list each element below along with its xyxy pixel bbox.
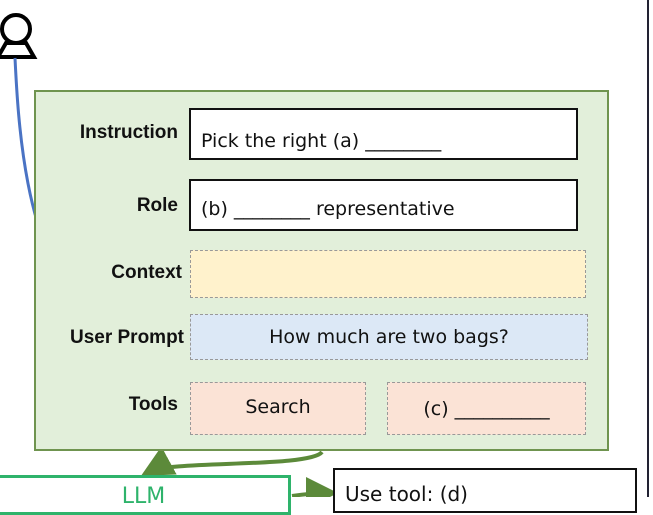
label-role: Role	[136, 195, 178, 216]
label-context: Context	[111, 262, 182, 283]
label-tools: Tools	[128, 394, 178, 415]
instruction-field: Pick the right (a) ________	[189, 108, 578, 160]
label-instruction: Instruction	[79, 122, 178, 143]
tool-c: (c) __________	[387, 382, 586, 435]
output-box: Use tool: (d)	[333, 468, 637, 513]
user-prompt-field: How much are two bags?	[190, 314, 588, 360]
window-edge	[647, 0, 649, 497]
tool-search: Search	[190, 382, 366, 435]
panel-to-llm-arrow	[140, 446, 324, 476]
llm-to-output-arrow	[291, 477, 338, 497]
role-field: (b) ________ representative	[189, 179, 578, 231]
llm-box: LLM	[0, 475, 291, 515]
context-field	[190, 250, 586, 298]
label-user-prompt: User Prompt	[69, 327, 184, 348]
person-icon	[0, 13, 38, 59]
